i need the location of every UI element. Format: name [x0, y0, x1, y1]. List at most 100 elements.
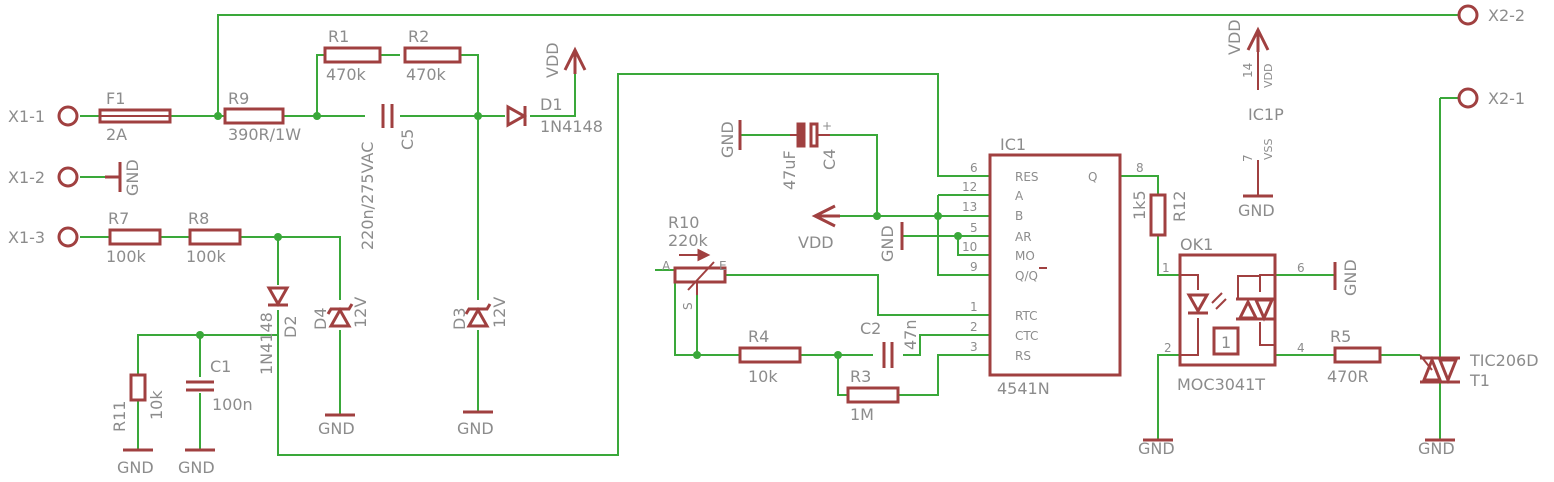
r4-name: R4: [748, 327, 769, 346]
ic1-value: 4541N: [997, 379, 1050, 398]
r3-name: R3: [850, 367, 871, 386]
gnd-x1-2: GND: [105, 159, 142, 196]
r1-value: 470k: [326, 65, 367, 84]
ic1-pin-mo: MO: [1015, 249, 1035, 263]
capacitor-c1: C1 100n: [186, 357, 253, 414]
resistor-r7: R7 100k: [106, 209, 162, 266]
resistor-r2: R2 470k: [403, 27, 462, 84]
x2-2-label: X2-2: [1488, 6, 1525, 25]
ic1-num-2: 2: [970, 320, 978, 334]
ic1-4541n: IC1 4541N RES A B AR MO Q/Q RTC CTC RS Q…: [962, 135, 1144, 398]
d2-value: 1N4148: [257, 312, 276, 375]
ic1-pin-rs: RS: [1015, 349, 1031, 363]
vdd-symbol-ic1p: VDD: [1225, 19, 1270, 55]
r3-value: 1M: [850, 405, 874, 424]
diode-d2: 1N4148 D2: [257, 286, 300, 375]
zener-diode-d3: D3 12V: [450, 297, 509, 330]
connector-x1-2: X1-2: [8, 166, 79, 188]
gnd-label-ok1: GND: [1341, 259, 1360, 296]
gnd-label-ic1p: GND: [1238, 201, 1275, 220]
f1-name: F1: [106, 89, 125, 108]
r10-value: 220k: [668, 231, 709, 250]
vdd-label-2: VDD: [798, 233, 834, 252]
gnd-t1: GND: [1418, 438, 1455, 458]
resistor-r5: R5 470R: [1327, 327, 1382, 386]
c4-value: 47uF: [780, 150, 799, 190]
ic1-pin-ar: AR: [1015, 230, 1032, 244]
ic1-pin-b: B: [1015, 209, 1023, 223]
gnd-d3: GND: [457, 410, 494, 438]
gnd-r11: GND: [117, 448, 154, 477]
ok1-zc-label: 1: [1221, 333, 1231, 352]
r10-pin-s: S: [681, 302, 695, 310]
r12-name: R12: [1170, 191, 1189, 222]
c4-name: C4: [820, 149, 839, 170]
gnd-label-r11: GND: [117, 458, 154, 477]
r2-name: R2: [408, 27, 429, 46]
ic1-pin-res: RES: [1015, 170, 1039, 184]
ic1p-vss-num: 7: [1241, 154, 1255, 162]
vdd-label-1: VDD: [543, 42, 562, 78]
r1-name: R1: [328, 27, 349, 46]
ic1-num-1: 1: [970, 300, 978, 314]
c2-value: 47n: [901, 320, 920, 351]
gnd-c4: GND: [718, 120, 742, 158]
t1-value: TIC206D: [1469, 351, 1539, 370]
resistor-r11: R11 10k: [110, 373, 166, 432]
gnd-label-t1: GND: [1418, 439, 1455, 458]
connector-x2-2: X2-2: [1457, 4, 1525, 26]
gnd-label-d3: GND: [457, 419, 494, 438]
diode-d1: D1 1N4148: [506, 95, 603, 136]
r5-value: 470R: [1327, 367, 1369, 386]
ic1-num-12: 12: [962, 180, 977, 194]
r7-value: 100k: [106, 247, 147, 266]
f1-value: 2A: [106, 125, 127, 144]
junctions: [196, 112, 962, 359]
resistor-r9: R9 390R/1W: [223, 89, 301, 144]
vdd-symbol-c4: VDD: [798, 204, 840, 252]
gnd-d4: GND: [318, 413, 355, 438]
r4-value: 10k: [748, 367, 778, 386]
ic1p-vdd-num: 14: [1241, 63, 1255, 78]
d1-name: D1: [540, 95, 563, 114]
r12-value: 1k5: [1130, 190, 1149, 220]
gnd-ic1p: GND: [1238, 194, 1275, 220]
ic1-pin-qq: Q/Q: [1015, 269, 1038, 283]
resistor-r4: R4 10k: [738, 327, 802, 386]
r10-pin-e: E: [719, 259, 727, 273]
c5-value: 220n/275VAC: [358, 142, 377, 250]
ok1-pin-2: 2: [1164, 341, 1172, 355]
ic1-num-5: 5: [970, 221, 978, 235]
x1-2-label: X1-2: [8, 168, 45, 187]
ic1p-vdd-pin: VDD: [1262, 64, 1275, 88]
r10-pin-a: A: [662, 259, 671, 273]
c4-plus: +: [822, 119, 832, 133]
connector-x1-1: X1-1: [8, 105, 79, 127]
gnd-label-x1-2: GND: [123, 159, 142, 196]
c1-name: C1: [210, 357, 231, 376]
ic1p-name: IC1P: [1248, 105, 1284, 124]
ok1-pin-6: 6: [1297, 261, 1305, 275]
vdd-label-3: VDD: [1225, 19, 1244, 55]
capacitor-c2: C2 47n: [860, 319, 920, 368]
x1-1-label: X1-1: [8, 107, 45, 126]
vdd-symbol-d1: VDD: [543, 42, 587, 78]
potentiometer-r10: R10 220k A E S: [662, 213, 727, 310]
ic1-num-8: 8: [1136, 161, 1144, 175]
gnd-label-d4: GND: [318, 419, 355, 438]
ic1-num-9: 9: [970, 260, 978, 274]
gnd-c1: GND: [178, 448, 215, 477]
r10-name: R10: [668, 213, 699, 232]
capacitor-c4: + 47uF C4: [780, 119, 839, 190]
triac-t1: TIC206D T1: [1419, 351, 1539, 390]
fuse-f1: F1 2A: [98, 89, 172, 144]
ic1-pin-ctc: CTC: [1015, 329, 1038, 343]
ok1-pin-1: 1: [1162, 261, 1170, 275]
gnd-label-c4: GND: [718, 121, 737, 158]
wires: [80, 14, 1460, 456]
r11-value: 10k: [147, 390, 166, 420]
d3-value: 12V: [490, 297, 509, 328]
ok1-pin-4: 4: [1297, 341, 1305, 355]
c2-name: C2: [860, 319, 881, 338]
